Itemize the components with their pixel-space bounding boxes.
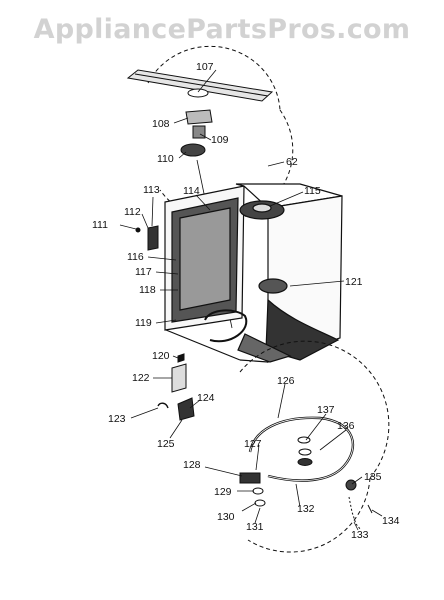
part-label-122: 122 <box>132 372 150 384</box>
watermark: AppliancePartsPros.com <box>33 14 411 45</box>
part-label-124: 124 <box>197 392 215 404</box>
part-label-130: 130 <box>217 511 235 523</box>
part-label-111: 111 <box>92 219 108 231</box>
part-label-136: 136 <box>337 420 355 432</box>
part-label-113: 113 <box>143 184 160 196</box>
part-label-62: 62 <box>286 156 298 168</box>
part-label-120: 120 <box>152 350 170 362</box>
part-label-119: 119 <box>135 317 152 329</box>
part-label-109: 109 <box>211 134 229 146</box>
part-label-137: 137 <box>317 404 335 416</box>
part-label-114: 114 <box>183 185 200 197</box>
part-label-133: 133 <box>351 529 369 541</box>
part-label-129: 129 <box>214 486 232 498</box>
small-parts-left <box>135 225 195 421</box>
part-label-126: 126 <box>277 375 295 387</box>
part-label-110: 110 <box>157 153 174 165</box>
part-label-112: 112 <box>124 206 141 218</box>
part-label-135: 135 <box>364 471 382 483</box>
part-label-107: 107 <box>196 61 214 73</box>
part-label-117: 117 <box>135 266 152 278</box>
part-label-125: 125 <box>157 438 175 450</box>
part-label-121: 121 <box>345 276 363 288</box>
part-label-128: 128 <box>183 459 201 471</box>
tub-assembly <box>164 183 343 363</box>
part-label-108: 108 <box>152 118 170 130</box>
part-label-116: 116 <box>127 251 144 263</box>
leader-lines <box>119 69 383 531</box>
part-numbers: 107 108 109 110 62 113 114 115 111 112 1… <box>92 61 400 541</box>
part-label-115: 115 <box>304 185 321 197</box>
part-label-127: 127 <box>244 438 262 450</box>
hose-detail <box>239 340 390 553</box>
part-label-131: 131 <box>246 521 264 533</box>
part-label-132: 132 <box>297 503 315 515</box>
part-label-118: 118 <box>139 284 156 296</box>
part-label-134: 134 <box>382 515 400 527</box>
part-label-123: 123 <box>108 413 126 425</box>
